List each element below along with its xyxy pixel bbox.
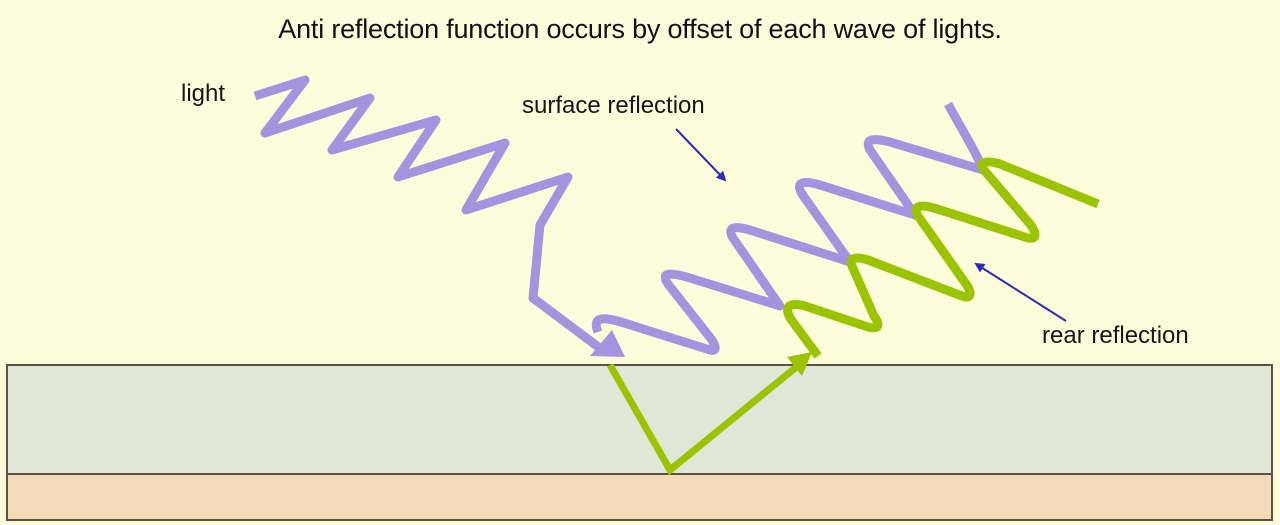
rear-reflection-label: rear reflection bbox=[1042, 322, 1189, 349]
incident-arrowhead bbox=[590, 330, 625, 357]
surface-reflection-label: surface reflection bbox=[522, 92, 705, 119]
light-label: light bbox=[181, 80, 226, 107]
rear-reflection-wave bbox=[783, 157, 1100, 359]
surface-reflection-wave bbox=[591, 101, 988, 355]
rear-reflection-pointer bbox=[974, 262, 1067, 322]
incident-light-wave bbox=[253, 75, 608, 356]
diagram-title: Anti reflection function occurs by offse… bbox=[278, 14, 1002, 44]
refracted-ray bbox=[606, 352, 812, 476]
substrate-layer bbox=[6, 473, 1273, 521]
surface-reflection-pointer bbox=[675, 128, 727, 182]
